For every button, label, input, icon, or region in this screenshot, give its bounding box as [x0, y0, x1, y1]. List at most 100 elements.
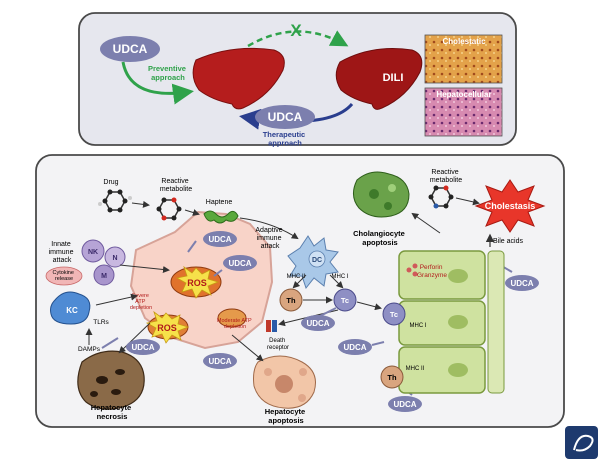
ros-burst-upper: ROS: [175, 265, 220, 299]
reactive-metabolite-label: Reactive metabolite: [160, 178, 192, 193]
moderate-atp-label: Moderate ATP depletion: [217, 318, 253, 330]
to-apoptosis-arrow: [231, 334, 264, 362]
svg-text:UDCA: UDCA: [268, 110, 303, 124]
dc-cell: DC: [287, 235, 339, 290]
drug-arrow: [131, 200, 150, 208]
reactive-metabolite-right-icon: [428, 185, 454, 209]
mhc2-label-left: MHC II: [287, 274, 306, 280]
reactive-metabolite-right-label: Reactive metabolite: [430, 169, 462, 184]
tc-cell-left: Tc: [333, 288, 357, 312]
svg-text:Hepatocellular: Hepatocellular: [436, 90, 491, 99]
svg-text:Tc: Tc: [390, 310, 398, 319]
svg-text:Tc: Tc: [341, 296, 349, 305]
svg-text:M: M: [101, 273, 107, 280]
histology-cholestatic: Cholestatic: [424, 34, 503, 84]
reactive-metabolite-icon: [156, 197, 182, 221]
svg-text:KC: KC: [66, 306, 78, 315]
svg-text:ROS: ROS: [157, 323, 177, 333]
svg-text:Cholestatic: Cholestatic: [442, 37, 486, 46]
histology-hepatocellular: Hepatocellular: [424, 87, 503, 137]
svg-text:UDCA: UDCA: [306, 319, 329, 328]
svg-text:Cholestasis: Cholestasis: [485, 201, 536, 211]
udca-label: UDCA: [113, 42, 148, 56]
death-receptor-icon: [266, 320, 277, 332]
healthy-liver-icon: [192, 47, 285, 110]
metabolite-to-cholestasis-arrow: [455, 197, 480, 206]
mhc2-label-right: MHC II: [406, 366, 425, 372]
udca-pill-6: UDCA: [338, 339, 385, 355]
udca-pill-5: UDCA: [301, 307, 337, 331]
perforin-granzyme-label: Perforin Granzyme: [417, 264, 447, 279]
to-cholangiocyte-arrow: [411, 212, 441, 234]
publisher-logo: [565, 426, 598, 459]
svg-text:UDCA: UDCA: [343, 343, 366, 352]
kc-to-hepatocyte-arrow: [95, 293, 138, 306]
perforin-granules-icon: [406, 263, 418, 277]
haptene-protein-icon: [203, 210, 239, 224]
necrosis-label: Hepatocyte necrosis: [91, 403, 134, 421]
svg-text:DC: DC: [312, 257, 322, 264]
mhc1-label-right: MHC I: [410, 323, 427, 329]
svg-text:N: N: [112, 255, 117, 262]
to-necrosis-arrow: [118, 322, 151, 354]
drug-molecule-icon: [98, 189, 132, 213]
udca-pill-2: UDCA: [213, 255, 257, 277]
svg-text:Th: Th: [286, 296, 296, 305]
tc-cell-right: Tc: [382, 302, 406, 326]
svg-text:UDCA: UDCA: [208, 235, 231, 244]
death-receptor-label: Death receptor: [267, 338, 289, 351]
nk-cell: NK: [81, 239, 105, 263]
svg-text:UDCA: UDCA: [228, 259, 251, 268]
bile-acids-label: Bile acids: [493, 238, 523, 245]
dili-liver-icon: [335, 48, 423, 110]
dc-to-tc-arrow: [329, 274, 344, 289]
haptene-label: Haptene: [206, 199, 233, 206]
th-cell-right: Th: [380, 365, 404, 389]
svg-text:Cytokine release: Cytokine release: [53, 270, 76, 282]
dili-label: DILI: [383, 72, 404, 84]
innate-to-hepatocyte-arrow: [119, 264, 170, 273]
drug-label: Drug: [103, 179, 118, 186]
mhc1-label-left: MHC I: [332, 274, 349, 280]
apoptotic-hepatocyte-icon: [253, 355, 316, 409]
svg-text:ROS: ROS: [187, 278, 207, 288]
dc-to-th-arrow: [292, 274, 307, 289]
th-cell-left: Th: [279, 288, 303, 312]
udca-pill-1: UDCA: [187, 231, 237, 253]
kc-cell: KC: [50, 291, 91, 325]
cholangiocyte-label: Cholangiocyte apoptosis: [353, 229, 407, 247]
haptene-to-dc-arrow: [239, 217, 299, 240]
cytokine-release-badge: Cytokine release: [45, 266, 83, 286]
cholangiocyte-apoptosis-icon: [353, 171, 410, 218]
udca-pill-3: UDCA: [101, 337, 160, 355]
severe-atp-label: Severe ATP depletion: [130, 293, 152, 311]
adaptive-immune-label: Adaptive immune attack: [255, 227, 284, 250]
svg-text:UDCA: UDCA: [131, 343, 154, 352]
cholestasis-burst: Cholestasis: [474, 179, 546, 233]
damps-label: DAMPs: [78, 346, 101, 353]
svg-text:UDCA: UDCA: [208, 357, 231, 366]
innate-immune-label: Innate immune attack: [49, 241, 76, 264]
preventive-arrow: [121, 61, 194, 105]
udca-pill-4: UDCA: [203, 353, 237, 369]
x-mark: X: [290, 21, 302, 40]
necrotic-hepatocyte-icon: [77, 350, 145, 410]
therapeutic-label: Therapeutic approach: [263, 130, 308, 148]
apoptosis-label: Hepatocyte apoptosis: [265, 407, 308, 425]
metabolite-arrow: [184, 209, 200, 216]
preventive-label: Preventive approach: [148, 64, 188, 82]
svg-text:UDCA: UDCA: [393, 400, 416, 409]
blocked-arrow: [247, 30, 349, 48]
ros-burst-lower: ROS: [145, 310, 190, 344]
tlrs-label: TLRs: [93, 319, 109, 326]
m-cell: M: [93, 264, 115, 286]
udca-pill-top-left: UDCA: [100, 36, 160, 62]
top-panel: [78, 12, 517, 146]
tc-to-right-arrow: [356, 301, 382, 311]
svg-text:NK: NK: [88, 249, 98, 256]
svg-text:Th: Th: [387, 373, 397, 382]
n-cell: N: [104, 246, 126, 268]
udca-pill-top-bottom: UDCA: [255, 105, 315, 129]
svg-text:UDCA: UDCA: [510, 279, 533, 288]
